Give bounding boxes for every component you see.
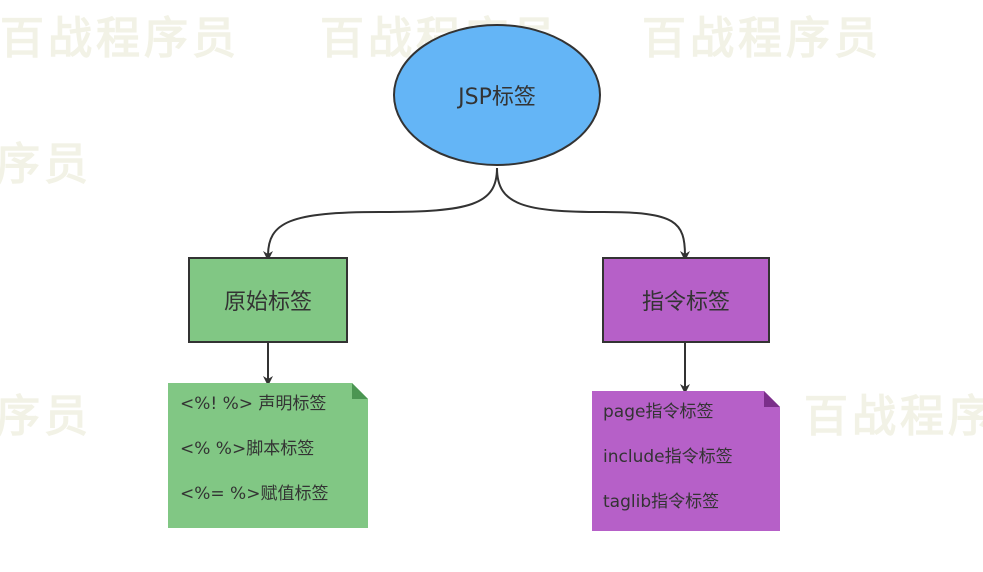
left-note-corner (352, 383, 368, 399)
left-note-item: <%! %> 声明标签 (180, 394, 327, 414)
left-node[interactable] (188, 257, 348, 343)
edge-root-to-left (263, 167, 498, 261)
root-node[interactable] (393, 24, 601, 166)
left-note-item: <% %>脚本标签 (180, 439, 315, 459)
left-node-label: 原始标签 (223, 290, 312, 315)
right-note[interactable] (592, 391, 780, 531)
right-note-corner (764, 391, 780, 407)
right-note-items: page指令标签 include指令标签 taglib指令标签 (603, 390, 733, 525)
right-note-item: page指令标签 (603, 402, 714, 422)
right-node[interactable] (602, 257, 770, 343)
right-note-item: include指令标签 (603, 447, 733, 467)
left-note-item: <%= %>赋值标签 (180, 484, 329, 504)
left-note[interactable] (168, 383, 368, 528)
root-node-label: JSP标签 (458, 85, 536, 110)
edge-root-to-right (496, 167, 690, 261)
right-node-label: 指令标签 (641, 290, 730, 315)
left-note-items: <%! %> 声明标签 <% %>脚本标签 <%= %>赋值标签 (180, 382, 328, 517)
right-note-item: taglib指令标签 (603, 492, 720, 512)
